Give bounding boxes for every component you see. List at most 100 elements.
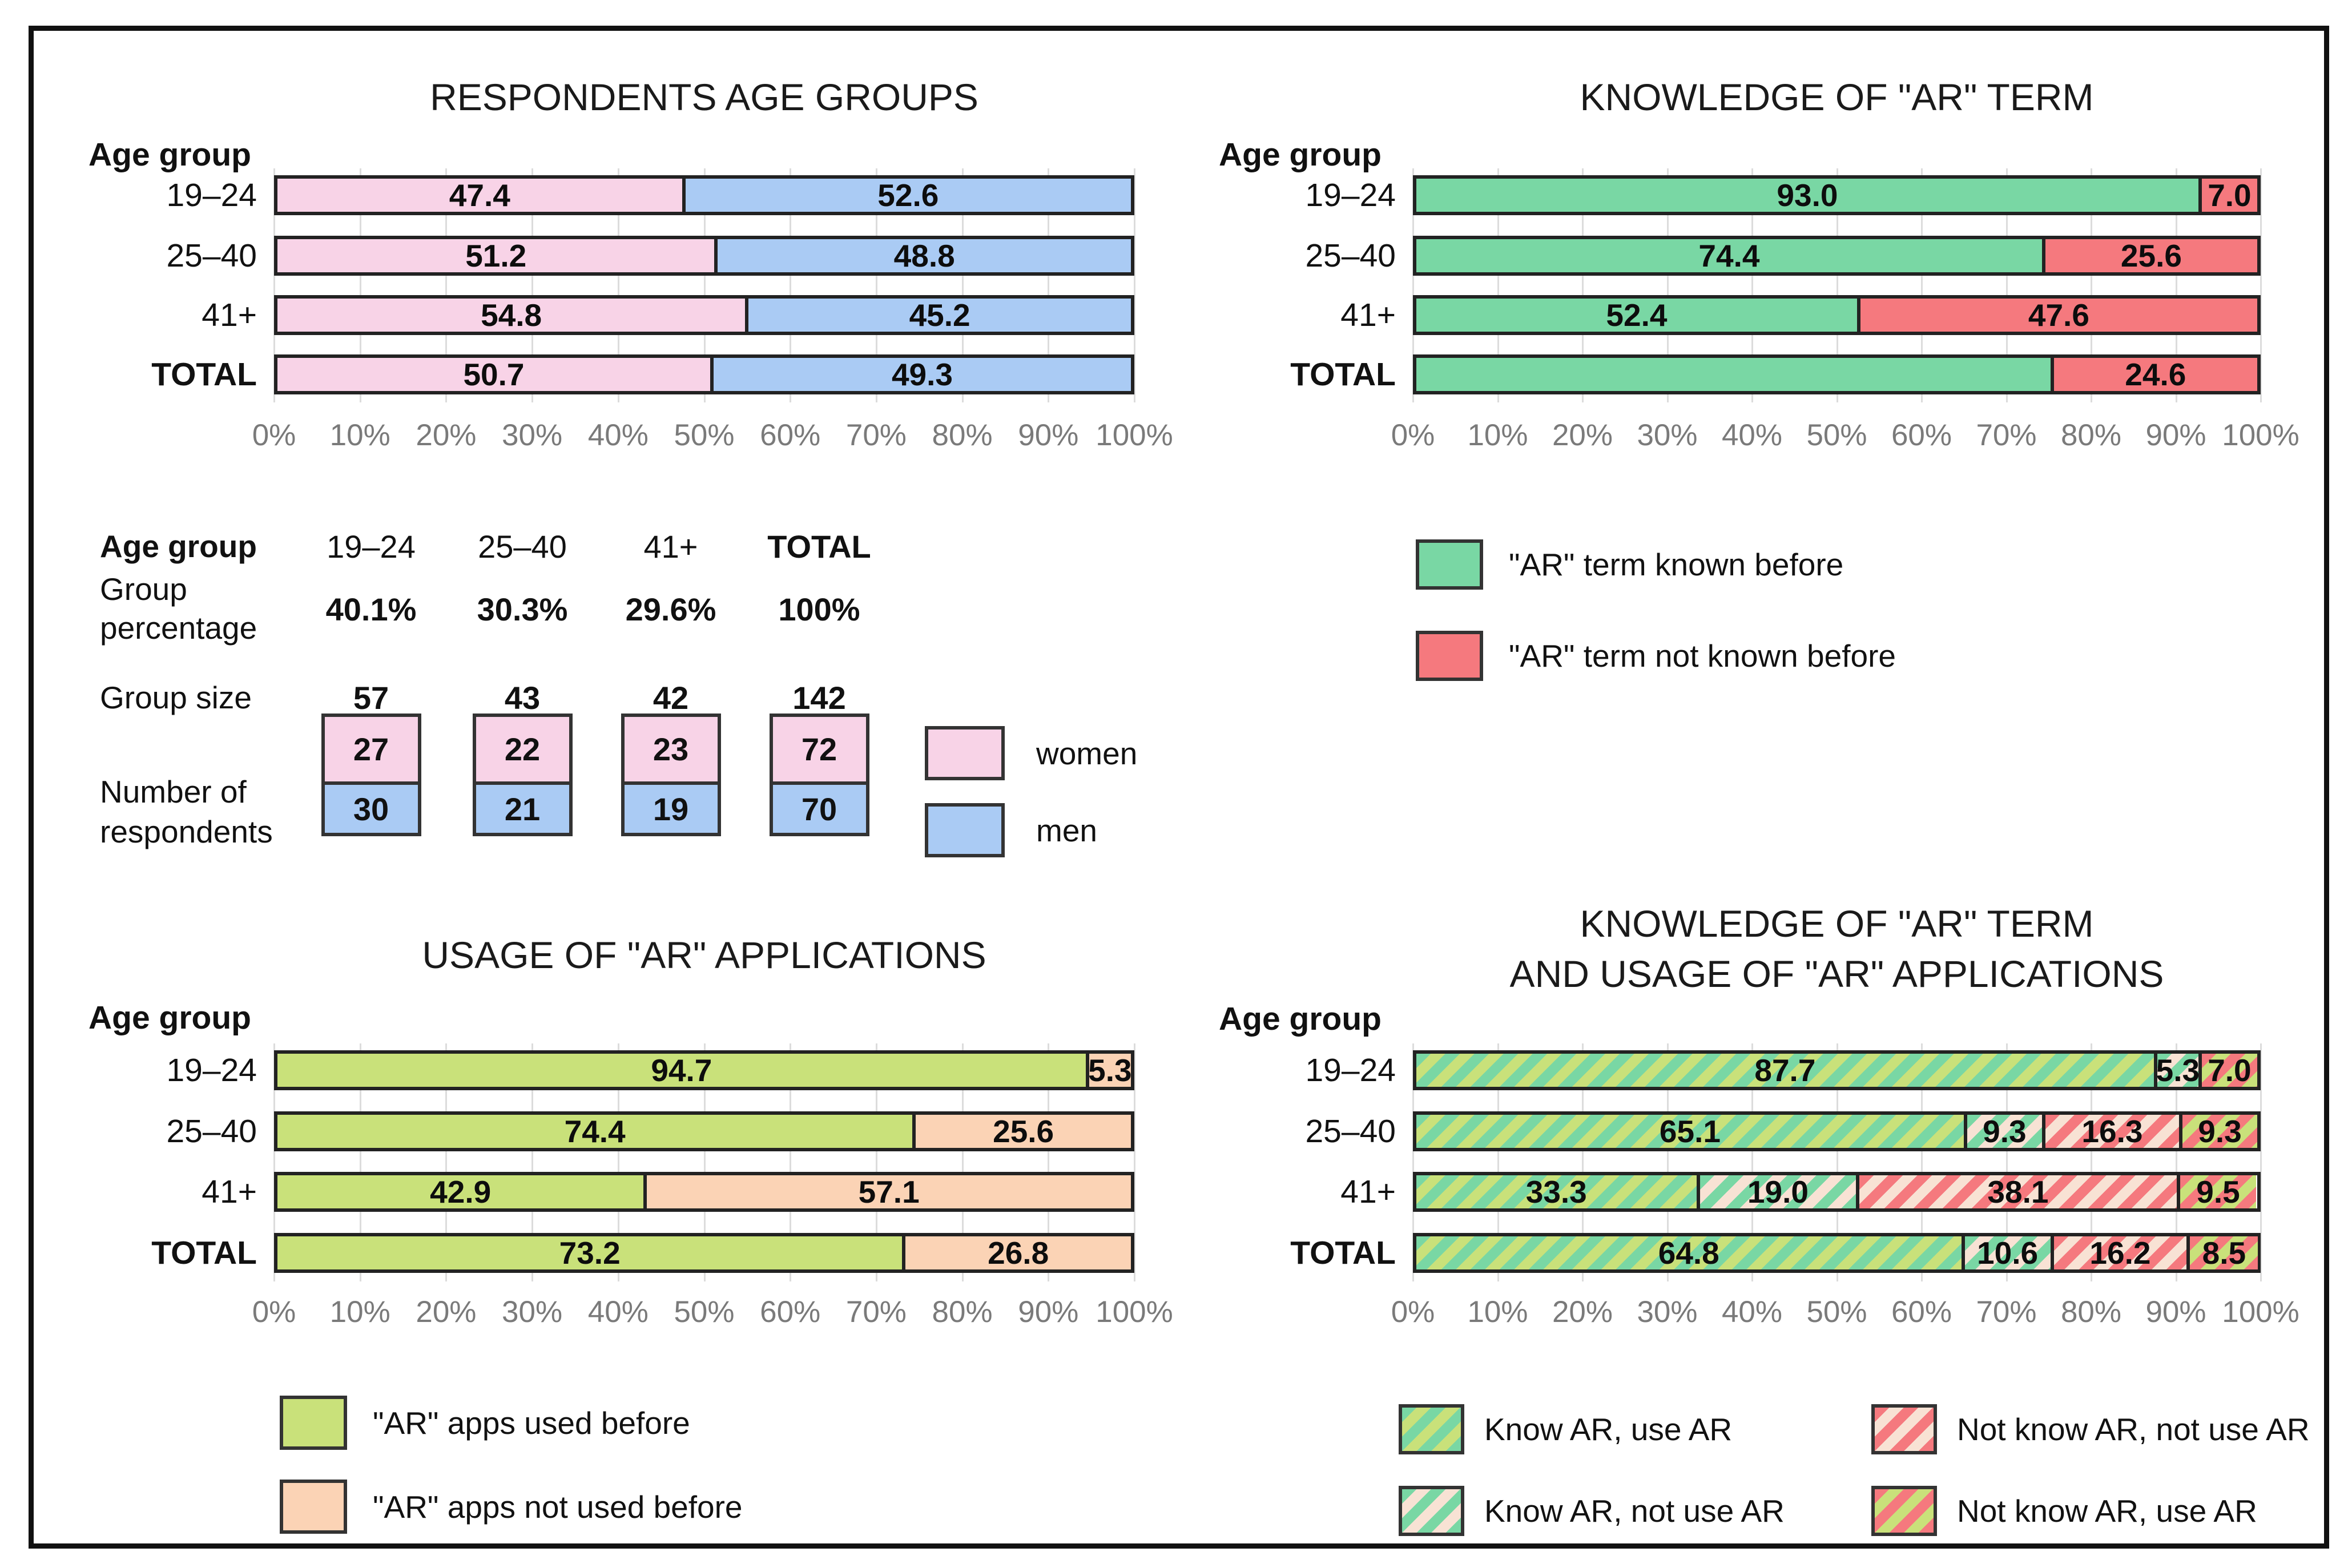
gridline bbox=[1921, 1043, 1923, 1281]
chart-knowledge-and-usage: KNOWLEDGE OF "AR" TERM AND USAGE OF "AR"… bbox=[1207, 873, 2299, 1359]
bar-segment: 51.2 bbox=[277, 238, 715, 273]
category-label: 41+ bbox=[202, 297, 257, 333]
gridline bbox=[1134, 168, 1135, 402]
bar-value-label: 16.2 bbox=[2089, 1235, 2151, 1271]
bar-value-label: 16.3 bbox=[2081, 1114, 2143, 1149]
gridline bbox=[790, 1043, 792, 1281]
gridline bbox=[2175, 168, 2177, 402]
axis-tick-label: 50% bbox=[674, 1295, 735, 1329]
category-label: 19–24 bbox=[166, 1052, 257, 1089]
axis-tick-label: 100% bbox=[2222, 1295, 2299, 1329]
respondents-box-women: 27 bbox=[321, 714, 421, 785]
axis-tick-label: 70% bbox=[845, 418, 907, 452]
axis-tick-label: 90% bbox=[2145, 418, 2206, 452]
bar-segment: 38.1 bbox=[1856, 1174, 2177, 1210]
gridline bbox=[1666, 168, 1669, 402]
axis-tick-label: 10% bbox=[1467, 1295, 1528, 1329]
gridline bbox=[1836, 168, 1838, 402]
table-cell-group-size: 142 bbox=[792, 680, 846, 716]
chart-title-line-2: AND USAGE OF "AR" APPLICATIONS bbox=[1509, 953, 2164, 995]
gridline bbox=[1836, 1043, 1838, 1281]
gridline bbox=[1751, 1043, 1753, 1281]
bar-segment: 26.8 bbox=[902, 1235, 1131, 1271]
gridline bbox=[961, 168, 964, 402]
gridline bbox=[875, 168, 877, 402]
table-column-header: 19–24 bbox=[327, 529, 416, 565]
legend-row: Know AR, not use AR Not know AR, use AR bbox=[1399, 1486, 2310, 1536]
table-row-label-respondents-2: respondents bbox=[100, 814, 273, 849]
bar-value-label: 74.4 bbox=[1698, 238, 1760, 273]
table-cell-group-size: 42 bbox=[653, 680, 689, 716]
bar-value-label: 73.2 bbox=[559, 1235, 621, 1271]
axis-tick-label: 70% bbox=[1976, 1295, 2037, 1329]
category-label: 25–40 bbox=[166, 1113, 257, 1150]
category-label: 19–24 bbox=[1305, 177, 1396, 213]
gridline bbox=[1048, 168, 1050, 402]
axis-tick-label: 70% bbox=[845, 1295, 907, 1329]
legend-item: men bbox=[925, 803, 1137, 857]
axis-tick-label: 30% bbox=[1637, 418, 1698, 452]
axis-tick-label: 90% bbox=[2145, 1295, 2206, 1329]
axis-tick-label: 100% bbox=[1096, 1295, 1173, 1329]
chart-usage-of-ar-applications: USAGE OF "AR" APPLICATIONS Age group 19–… bbox=[86, 908, 1173, 1359]
legend-item: Know AR, use AR bbox=[1399, 1404, 1871, 1454]
bar-row-TOTAL: 73.2 26.8 bbox=[274, 1233, 1134, 1273]
category-label: TOTAL bbox=[1290, 356, 1396, 393]
category-label: 25–40 bbox=[1305, 1113, 1396, 1150]
bar-segment: 19.0 bbox=[1696, 1174, 1856, 1210]
bar-value-label: 7.0 bbox=[2208, 1053, 2252, 1088]
gridline bbox=[1497, 1043, 1499, 1281]
axis-tick-label: 60% bbox=[1891, 418, 1952, 452]
gridline bbox=[445, 168, 448, 402]
bar-segment: 48.8 bbox=[714, 238, 1131, 273]
bar-segment: 24.6 bbox=[2050, 357, 2257, 392]
bar-value-label: 45.2 bbox=[909, 297, 970, 333]
bar-segment: 7.0 bbox=[2198, 178, 2257, 213]
axis-tick-label: 20% bbox=[416, 1295, 477, 1329]
bar-value-label: 54.8 bbox=[481, 297, 542, 333]
legend-label: Know AR, not use AR bbox=[1484, 1493, 1785, 1529]
bar-segment: 65.1 bbox=[1416, 1114, 1964, 1149]
chart-title: KNOWLEDGE OF "AR" TERM bbox=[1580, 76, 2094, 118]
gridline bbox=[1921, 168, 1923, 402]
chart-title-line-1: KNOWLEDGE OF "AR" TERM bbox=[1580, 902, 2094, 945]
legend-label: men bbox=[1036, 812, 1097, 848]
bar-segment: 16.3 bbox=[2041, 1114, 2179, 1149]
gridline bbox=[2260, 168, 2262, 402]
respondents-box-men: 70 bbox=[769, 781, 869, 836]
table-row-label-group-percentage-2: percentage bbox=[100, 610, 257, 646]
bar-segment bbox=[1416, 358, 2051, 391]
gridline bbox=[1582, 1043, 1584, 1281]
legend-label: "AR" term not known before bbox=[1509, 638, 1896, 674]
axis-tick-label: 60% bbox=[760, 1295, 821, 1329]
table-column-header: 41+ bbox=[643, 529, 698, 565]
table-column-header: 25–40 bbox=[478, 529, 567, 565]
legend-item: "AR" apps not used before bbox=[280, 1480, 743, 1534]
not-know-ar-not-use-ar-swatch bbox=[1871, 1404, 1937, 1454]
axis-tick-label: 30% bbox=[1637, 1295, 1698, 1329]
gridline bbox=[961, 1043, 964, 1281]
bar-value-label: 52.4 bbox=[1606, 297, 1668, 333]
bar-segment: 74.4 bbox=[1416, 238, 2042, 273]
plot-gridlines bbox=[273, 1043, 1135, 1281]
bar-value-label: 9.3 bbox=[1983, 1114, 2027, 1149]
gridline bbox=[1134, 1043, 1135, 1281]
gridline bbox=[531, 168, 534, 402]
not-know-ar-use-ar-swatch bbox=[1871, 1486, 1937, 1536]
bar-segment: 74.4 bbox=[277, 1114, 913, 1149]
axis-tick-label: 90% bbox=[1018, 418, 1079, 452]
figure-frame bbox=[29, 26, 2329, 1549]
know-ar-not-use-ar-swatch bbox=[1399, 1486, 1464, 1536]
axis-tick-label: 80% bbox=[932, 1295, 993, 1329]
axis-tick-label: 0% bbox=[1391, 418, 1435, 452]
respondents-box-women: 72 bbox=[769, 714, 869, 785]
bar-value-label: 93.0 bbox=[1777, 178, 1838, 213]
table-row-label-age-group: Age group bbox=[100, 529, 257, 564]
bar-segment: 49.3 bbox=[710, 357, 1131, 392]
bar-segment: 25.6 bbox=[2041, 238, 2257, 273]
legend-item: Not know AR, use AR bbox=[1871, 1486, 2257, 1536]
